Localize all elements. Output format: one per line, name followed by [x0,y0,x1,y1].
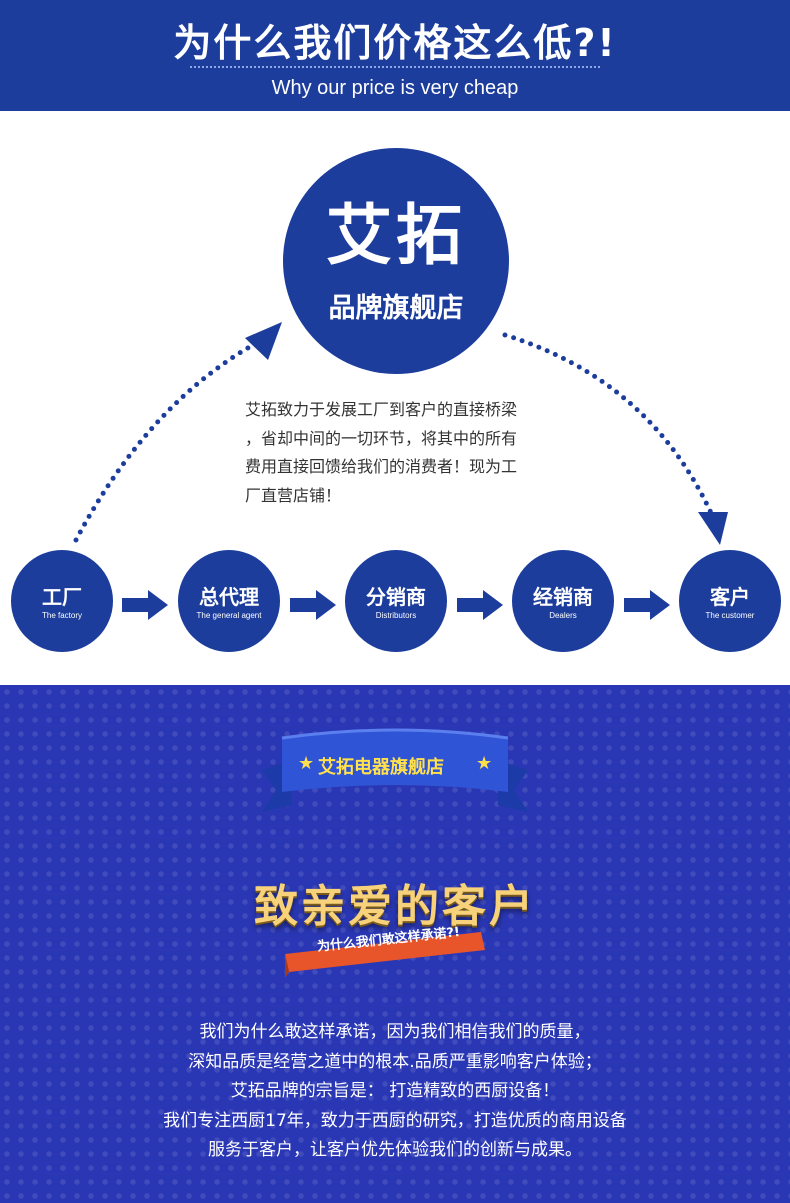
flow-arrow-icon [122,590,168,620]
brand-name: 艾拓 [326,197,466,274]
page-title: 为什么我们价格这么低?! [173,21,617,65]
flow-arrow-icon [290,590,336,620]
node-sublabel: Dealers [549,611,577,620]
right-curve-arrowhead [698,512,728,545]
brand-hub-circle: 艾拓 品牌旗舰店 [283,148,509,374]
description-text: 艾拓致力于发展工厂到客户的直接桥梁 ，省却中间的一切环节，将其中的所有 费用直接… [245,396,575,510]
letter-line: 我们为什么敢这样承诺，因为我们相信我们的质量， [199,1022,591,1042]
flow-node-general-agent: 总代理 The general agent [178,550,280,652]
flow-node-factory: 工厂 The factory [11,550,113,652]
flow-node-dealers: 经销商 Dealers [512,550,614,652]
flow-node-customer: 客户 The customer [679,550,781,652]
letter-line: 艾拓品牌的宗旨是： 打造精致的西厨设备！ [230,1081,560,1101]
description-line: 费用直接回馈给我们的消费者！现为工 [245,457,518,476]
flow-arrow-icon [624,590,670,620]
header-banner: 为什么我们价格这么低?! Why our price is very cheap [0,0,790,111]
left-curve-arrowhead [245,322,282,360]
flow-arrow-icon [457,590,503,620]
tag-ribbon [285,932,485,978]
node-label: 总代理 [199,585,259,609]
node-label: 分销商 [366,585,426,609]
node-label: 经销商 [533,585,593,609]
description-line: 厂直营店铺！ [245,485,342,505]
description-line: 艾拓致力于发展工厂到客户的直接桥梁 [245,400,518,419]
letter-line: 深知品质是经营之道中的根本.品质严重影响客户体验； [188,1051,602,1072]
node-sublabel: The general agent [196,611,262,620]
node-sublabel: The factory [41,611,82,620]
right-curve-dots [502,332,715,518]
node-label: 客户 [710,585,750,609]
description-line: ，省却中间的一切环节，将其中的所有 [245,428,518,448]
letter-title: 致亲爱的客户 [254,881,536,932]
letter-line: 我们专注西厨17年，致力于西厨的研究，打造优质的商用设备 [163,1110,627,1131]
brand-store: 品牌旗舰店 [328,293,464,324]
node-label: 工厂 [42,585,82,609]
node-sublabel: Distributors [375,611,417,620]
page-subtitle: Why our price is very cheap [271,77,519,99]
ribbon-banner [262,728,528,812]
letter-body: 我们为什么敢这样承诺，因为我们相信我们的质量， 深知品质是经营之道中的根本.品质… [0,1018,790,1166]
star-icon: ★ [476,753,493,774]
flow-node-distributors: 分销商 Distributors [345,550,447,652]
star-icon: ★ [298,753,315,774]
node-sublabel: The customer [705,611,755,620]
header-divider [190,66,600,68]
letter-line: 服务于客户，让客户优先体验我们的创新与成果。 [208,1140,582,1160]
left-curve-dots [73,337,265,543]
ribbon-label: 艾拓电器旗舰店 [318,757,444,778]
